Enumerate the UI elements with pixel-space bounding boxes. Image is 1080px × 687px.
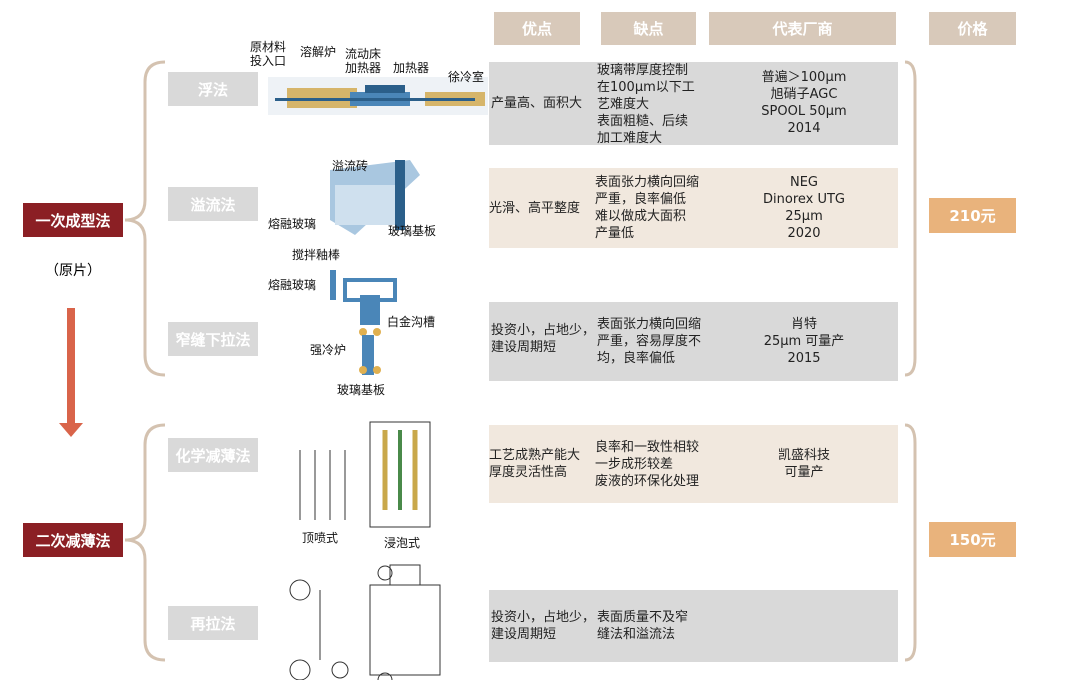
redraw-diagram (289, 564, 441, 680)
vendor: 凯盛科技 可量产 (777, 448, 830, 480)
price-secondary: 150元 (929, 522, 1016, 557)
vendor: NEG Dinorex UTG 25μm 2020 (763, 175, 845, 241)
pros: 工艺成熟产能大 厚度灵活性高 (489, 448, 581, 480)
header-price: 价格 (929, 12, 1016, 45)
price-primary: 210元 (929, 198, 1016, 233)
category-primary-forming: 一次成型法 (23, 203, 123, 237)
label-top-spray: 顶喷式 (302, 531, 339, 545)
slot-diagram (330, 270, 397, 375)
label-heater: 加热器 (393, 61, 430, 75)
pros: 投资小，占地少， 建设周期短 (491, 610, 596, 642)
float-diagram (268, 77, 488, 115)
category-primary-sub: （原片） (45, 263, 101, 279)
vendor: 肖特 25μm 可量产 2015 (763, 317, 845, 366)
method-chemical-thinning: 化学减薄法 (168, 438, 258, 472)
row-chemical-thinning: 工艺成熟产能大 厚度灵活性高 良率和一致性相较 一步成形较差 废液的环保化处理 … (489, 425, 898, 503)
process-diagrams (268, 77, 488, 680)
pros: 产量高、面积大 (491, 96, 583, 111)
label-platinum-trough: 白金沟槽 (387, 315, 436, 329)
overflow-diagram (330, 160, 420, 235)
label-molten-glass: 熔融玻璃 (268, 217, 317, 231)
row-float: 产量高、面积大 玻璃带厚度控制 在100μm以下工 艺难度大 表面粗糙、后续 加… (489, 62, 898, 146)
header-cons: 缺点 (601, 12, 696, 45)
label-cooling-furnace: 强冷炉 (310, 343, 347, 357)
method-float: 浮法 (168, 72, 258, 106)
cons: 表面质量不及窄 缝法和溢流法 (597, 610, 689, 642)
method-overflow: 溢流法 (168, 187, 258, 221)
row-overflow: 光滑、高平整度 表面张力横向回缩 严重，良率偏低 难以做成大面积 产量低 NEG… (489, 168, 898, 248)
label-flow-bed-heater: 流动床 加热器 (345, 47, 382, 75)
method-redraw: 再拉法 (168, 606, 258, 640)
method-slot-down-draw: 窄缝下拉法 (168, 322, 258, 356)
cons: 良率和一致性相较 一步成形较差 废液的环保化处理 (595, 440, 700, 489)
label-overflow-brick: 溢流砖 (332, 159, 369, 173)
label-melting-furnace: 溶解炉 (300, 45, 337, 59)
label-glass-substrate: 玻璃基板 (388, 224, 437, 238)
label-stirring-rod: 搅拌釉棒 (292, 248, 341, 262)
label-glass-substrate-2: 玻璃基板 (337, 383, 386, 397)
label-raw-material-inlet: 原材料 投入口 (250, 40, 287, 68)
category-secondary-thinning: 二次减薄法 (23, 523, 123, 557)
pros: 光滑、高平整度 (489, 201, 581, 216)
row-slot-down-draw: 投资小，占地少， 建设周期短 表面张力横向回缩 严重，容易厚度不 均，良率偏低 … (489, 302, 898, 381)
cons: 表面张力横向回缩 严重，容易厚度不 均，良率偏低 (597, 317, 702, 366)
header-pros: 优点 (494, 12, 580, 45)
chemical-diagram (299, 421, 431, 528)
cons: 玻璃带厚度控制 在100μm以下工 艺难度大 表面粗糙、后续 加工难度大 (597, 63, 695, 146)
label-immersion: 浸泡式 (384, 536, 421, 550)
row-redraw: 投资小，占地少， 建设周期短 表面质量不及窄 缝法和溢流法 (489, 590, 898, 662)
vendor: 普遍＞100μm 旭硝子AGC SPOOL 50μm 2014 (761, 70, 847, 136)
cons: 表面张力横向回缩 严重，良率偏低 难以做成大面积 产量低 (595, 175, 700, 241)
label-annealing-chamber: 徐冷室 (448, 70, 485, 84)
label-molten-glass-2: 熔融玻璃 (268, 278, 317, 292)
pros: 投资小，占地少， 建设周期短 (491, 323, 596, 355)
header-vendor: 代表厂商 (709, 12, 896, 45)
